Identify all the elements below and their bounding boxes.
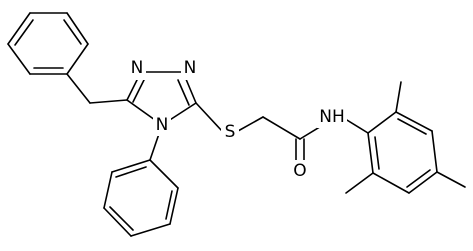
benzyl-phenyl-ring [7,12,89,75]
atom-label-amide-nh: NH [319,107,345,127]
n-phenyl-ring [103,159,179,237]
methyl-ortho-top-bond [395,81,402,113]
ch2-carbonyl-bond [262,116,301,140]
sulfur-ch2-bond [237,116,264,132]
benzyl-ch2-bond [66,73,91,104]
atom-label-sulfur: S [225,122,236,142]
mesityl-ring [367,111,438,194]
methyl-para-bond [436,171,466,188]
atom-label-oxygen: O [293,161,306,181]
methyl-ortho-bottom-bond [345,172,374,194]
ch2-triazole-bond [89,99,128,104]
atom-label-n-triazole-top: N [131,58,144,78]
atom-label-n-phenyl: N [156,115,169,135]
triazole-sulfur-bond [195,102,223,132]
atom-label-n-triazole-right: N [184,58,197,78]
